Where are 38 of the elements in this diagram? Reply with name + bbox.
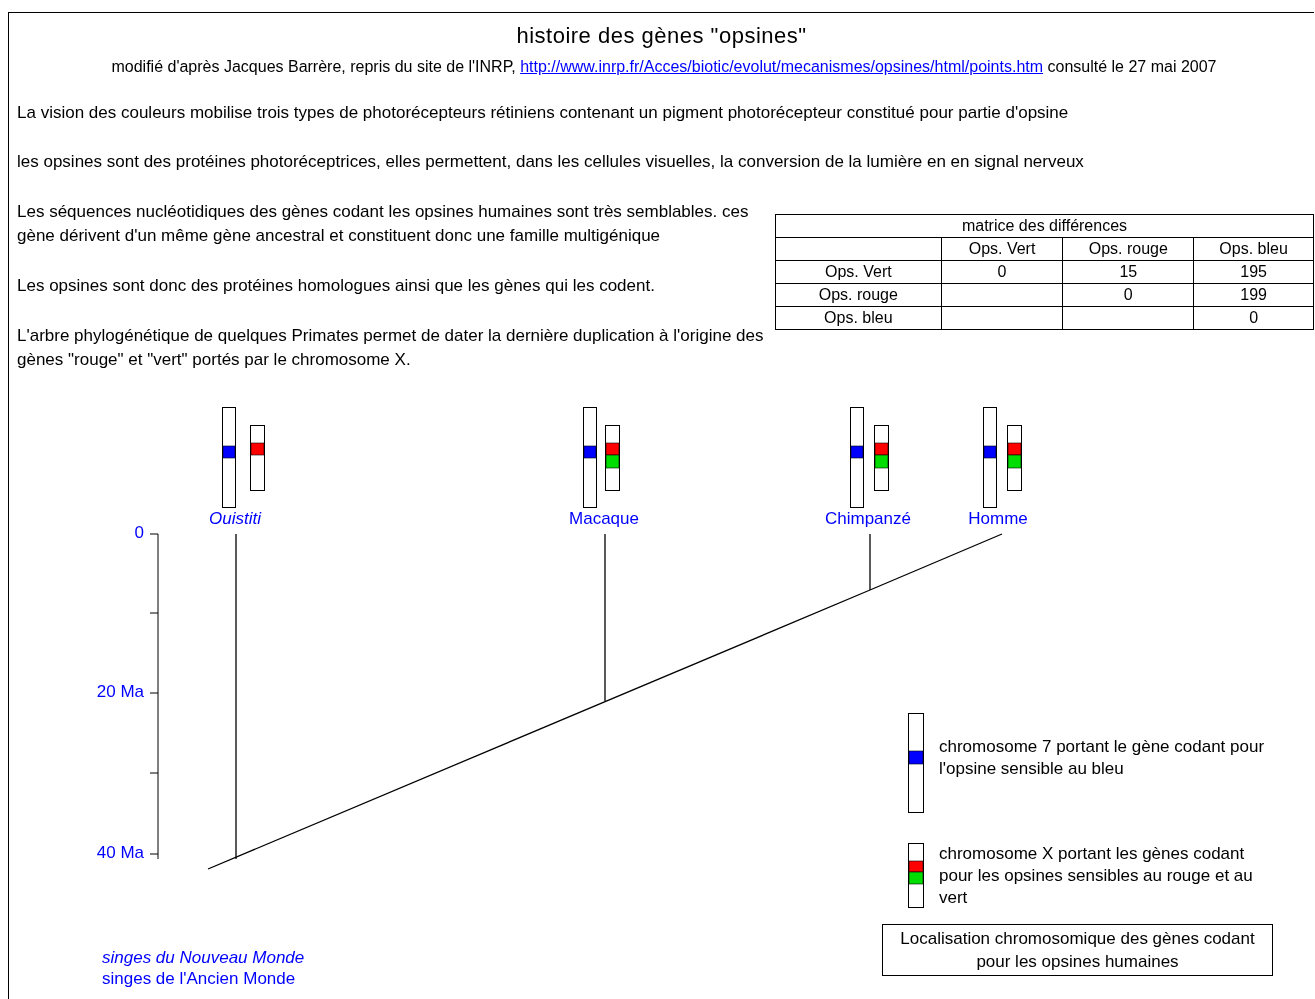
table-cell: 0 xyxy=(1193,306,1314,330)
species-label: Chimpanzé xyxy=(825,509,911,529)
table-cell: Ops. rouge xyxy=(1062,237,1194,261)
species-label: Ouistiti xyxy=(209,509,261,529)
tree-branch xyxy=(235,533,237,860)
table-cell: Ops. rouge xyxy=(775,283,942,307)
table-cell: 0 xyxy=(1062,283,1194,307)
legend-text: chromosome 7 portant le gène codant pour l'opsine sensible au bleu xyxy=(939,736,1266,780)
species-label: Macaque xyxy=(569,509,639,529)
paragraph: L'arbre phylogénétique de quelques Primates permet de dater la dernière duplication à l'origine des gènes "rouge" et "vert" portés par le chromosome X. xyxy=(17,325,765,371)
table-cell: 0 xyxy=(941,260,1063,284)
legend-text: chromosome X portant les gènes codant pour les opsines sensibles au rouge et au vert xyxy=(939,843,1254,909)
table-cell: 195 xyxy=(1193,260,1314,284)
caption: singes de l'Ancien Monde xyxy=(102,969,296,989)
paragraph: les opsines sont des protéines photoréceptrices, elles permettent, dans les cellules visuelles, la conversion de la lumière en en signal nerveux xyxy=(17,151,1085,173)
paragraph: Les opsines sont donc des protéines homologues ainsi que les gènes qui les codent. xyxy=(17,275,656,297)
caption: singes du Nouveau Monde xyxy=(102,948,305,968)
tree-branch xyxy=(604,533,606,702)
tree-branch xyxy=(869,533,871,591)
table-cell: Ops. Vert xyxy=(941,237,1063,261)
paragraph: Les séquences nucléotidiques des gènes codant les opsines humaines sont très semblables. ces gène dérivent d'un même gène ancestral et constituent donc une famille multigénique xyxy=(17,201,750,247)
axis-label: 20 Ma xyxy=(95,682,144,702)
table-cell: Ops. bleu xyxy=(1193,237,1314,261)
tree-branch xyxy=(869,533,1003,591)
title: histoire des gènes "opsines" xyxy=(515,23,808,49)
link: http://www.inrp.fr/Acces/biotic/evolut/mecanismes/opsines/html/points.htm xyxy=(520,58,1044,75)
axis-label: 40 Ma xyxy=(95,843,144,863)
caption-box: Localisation chromosomique des gènes codant pour les opsines humaines xyxy=(882,924,1273,976)
species-label: Homme xyxy=(968,509,1028,529)
axis-label: 0 xyxy=(133,523,144,543)
table-cell: 15 xyxy=(1062,260,1194,284)
table-cell: Ops. bleu xyxy=(775,306,942,330)
source-note: consulté le 27 mai 2007 xyxy=(1047,58,1217,75)
table-cell: matrice des différences xyxy=(775,214,1314,238)
table-cell: Ops. Vert xyxy=(775,260,942,284)
table-cell: 199 xyxy=(1193,283,1314,307)
paragraph: La vision des couleurs mobilise trois types de photorécepteurs rétiniens contenant un pigment photorécepteur constitué pour partie d'opsine xyxy=(17,102,1070,124)
source-note: modifié d'après Jacques Barrère, repris du site de l'INRP, xyxy=(111,58,516,75)
